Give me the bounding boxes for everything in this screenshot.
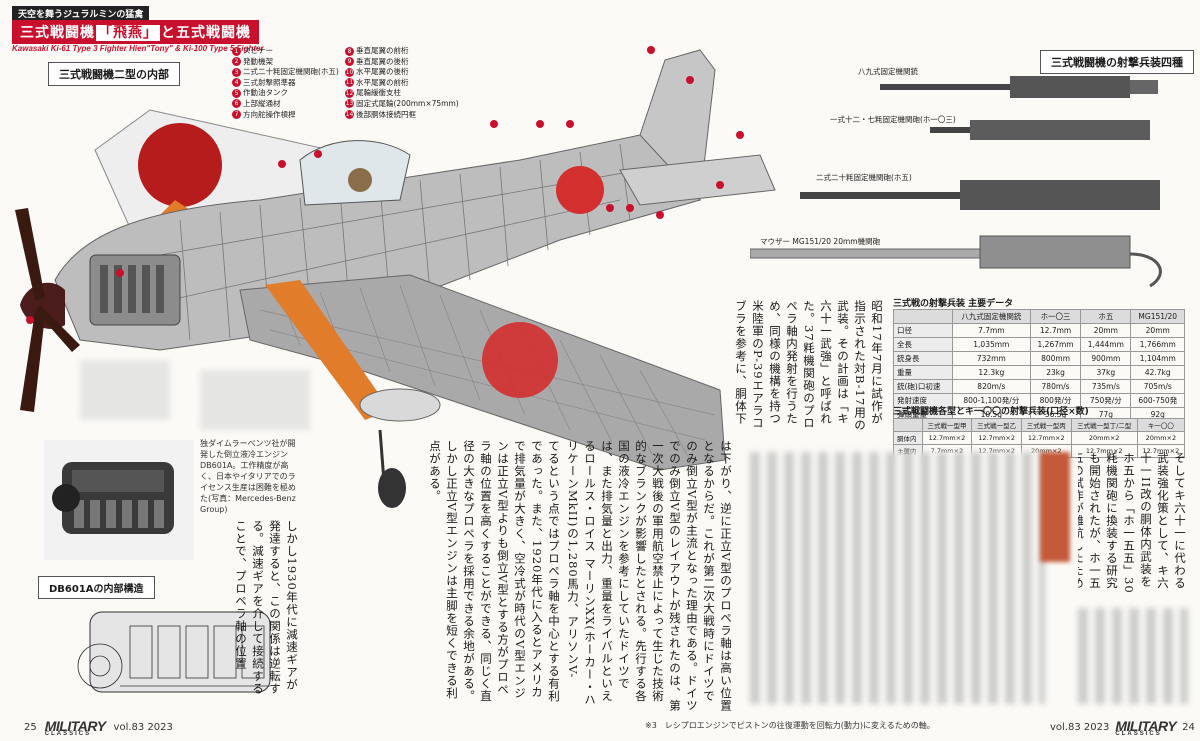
pilot-figure <box>348 168 372 192</box>
gun-label-type89: 八九式固定機関銃 <box>858 67 918 76</box>
hinomaru-upper-wing <box>138 123 222 207</box>
body-text-col-b: そしてキ六十一に代わる武装強化策として、キ六十一II改の胴体内武装をホ五から「ホ… <box>1078 452 1187 594</box>
blurred-text-region <box>750 452 1045 704</box>
blurred-text-region <box>1078 608 1188 704</box>
gun-label-ho5: 二式二十粍固定機関砲(ホ五) <box>816 173 912 182</box>
gun-label-ho103: 一式十二・七粍固定機関砲(ホ一〇三) <box>830 115 956 124</box>
footnote: ※3 レシプロエンジンでピストンの往復運動を回転力(動力)に変えるための軸。 <box>645 721 935 730</box>
callout-markers <box>26 46 744 324</box>
gun-ho103-illustration <box>930 120 1150 140</box>
issue-left: vol.83 2023 <box>113 722 173 733</box>
propeller-blade <box>15 208 45 300</box>
hinomaru-lower-wing <box>482 322 558 398</box>
gun-ho5-illustration <box>800 180 1160 210</box>
gun-mg151-illustration <box>750 235 1162 288</box>
engine-photo-caption: 独ダイムラーベンツ社が開発した倒立液冷エンジンDB601A。工作精度が高く、日本… <box>200 439 296 514</box>
guns-section-title: 三式戦闘機の射撃兵装四種 <box>1040 50 1194 74</box>
page-number-left: 25 <box>24 722 37 733</box>
table1-title: 三式戦の射撃兵装 主要データ <box>893 299 1014 309</box>
page-number-right: 24 <box>1182 722 1195 733</box>
table2-title: 三式戦闘機各型とキ一〇〇の射撃兵装(口径×数) <box>893 407 1089 417</box>
gun-label-mg151: マウザー MG151/20 20mm機関砲 <box>760 237 881 246</box>
title-highlight: 「飛燕」 <box>96 25 160 41</box>
blurred-sidebar-label <box>1040 452 1070 562</box>
article-subtitle: Kawasaki Ki-61 Type 3 Fighter Hien"Tony"… <box>12 44 264 53</box>
table-header-row: 八九式固定機関銃 ホ一〇三 ホ五 MG151/20 <box>893 309 1185 324</box>
db601a-diagram-title: DB601Aの内部構造 <box>38 576 155 599</box>
issue-right: vol.83 2023 <box>1050 722 1110 733</box>
body-text-col-e: は下がり、逆に正立V型のプロペラ軸は高い位置となるからだ。これが第二次大戦時にド… <box>562 440 733 712</box>
hinomaru-fuselage <box>556 166 604 214</box>
title-prefix: 三式戦闘機「飛燕」と五式戦闘機 <box>12 20 259 44</box>
body-text-col-a: 昭和17年7月に試作が指示された対B-17用の武装。その計画は「キ六十一武強」と… <box>735 300 884 432</box>
body-text-col-c: てるという点ではプロペラ軸を中心とする有利であった。また、1920年代に入るとア… <box>428 440 561 703</box>
article-title: 三式戦闘機「飛燕」と五式戦闘機 <box>12 20 259 44</box>
propeller-blade <box>20 312 45 412</box>
cutaway-section-title: 三式戦闘機二型の内部 <box>48 62 180 86</box>
db601a-engine-photo <box>44 440 194 560</box>
body-text-col-d: しかし1930年代に減速ギアが発達すると、この関係は逆転する。減速ギアを介して接… <box>234 520 299 695</box>
aircraft-cutaway-illustration <box>15 46 776 508</box>
gun-type89-illustration <box>880 76 1158 98</box>
propeller-blade <box>35 305 80 352</box>
table-header-row: 三式戦一型甲三式戦一型乙三式戦一型丙三式戦一型丁/二型キ一〇〇 <box>893 418 1186 432</box>
series-kicker: 天空を舞うジュラルミンの猛禽 <box>12 6 150 21</box>
db601a-internal-diagram <box>77 611 271 693</box>
